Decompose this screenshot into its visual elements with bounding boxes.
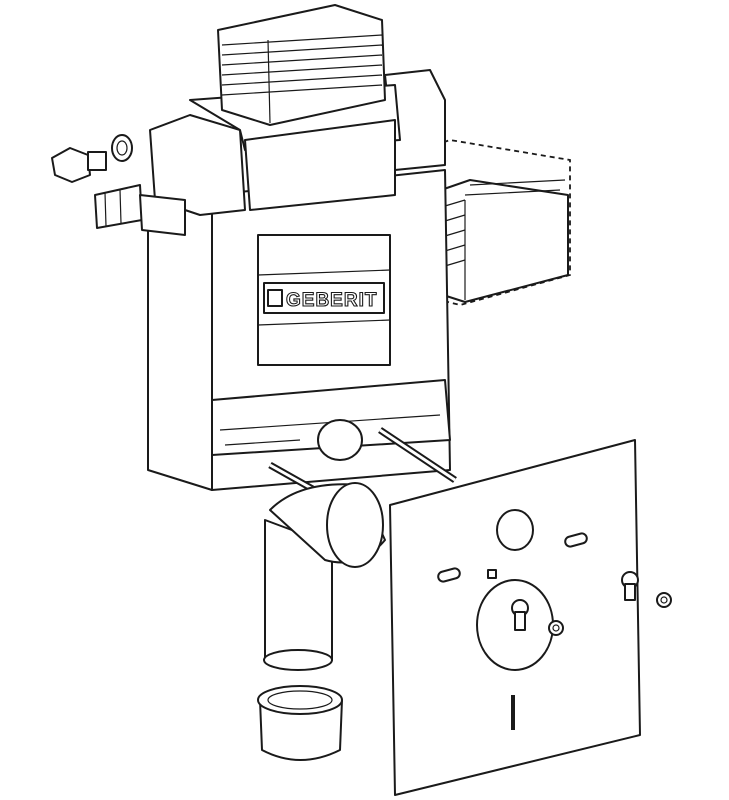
drain-elbow bbox=[263, 482, 386, 671]
connector-sleeve bbox=[257, 685, 343, 761]
valve-parts bbox=[51, 134, 186, 236]
cistern-box bbox=[217, 4, 386, 126]
brand-logo: GEBERIT bbox=[286, 290, 377, 311]
sound-insulation-plate bbox=[389, 439, 672, 796]
mounting-frame: GEBERIT bbox=[147, 69, 451, 491]
